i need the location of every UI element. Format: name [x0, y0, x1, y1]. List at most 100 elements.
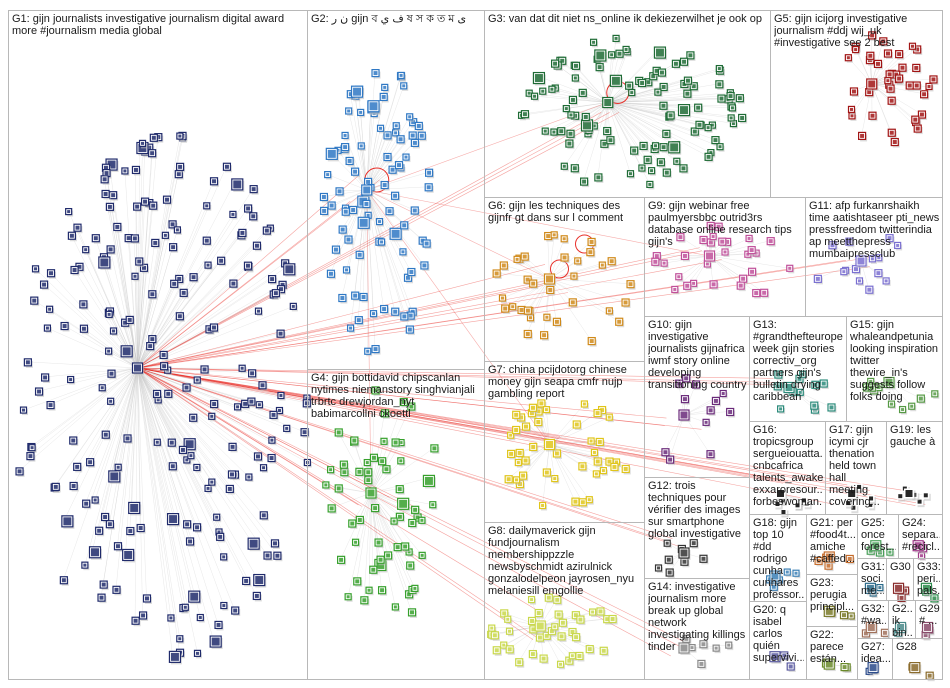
node-g6-avatar — [590, 240, 594, 244]
node-g8-avatar — [611, 617, 615, 621]
node-g1-avatar — [62, 578, 66, 582]
node-g3-avatar — [610, 53, 613, 56]
node-g3-avatar — [729, 94, 733, 98]
node-g1-avatar — [196, 652, 199, 655]
node-g1-avatar — [188, 539, 192, 543]
node-g11-avatar — [854, 267, 858, 271]
node-g2-avatar — [400, 74, 403, 77]
node-g1-avatar — [155, 392, 159, 396]
node-g21-avatar — [827, 564, 831, 568]
node-g1-avatar — [182, 291, 186, 295]
node-g6-avatar — [546, 234, 550, 238]
node-g1-avatar — [46, 327, 49, 330]
node-g19-avatar — [898, 494, 902, 498]
node-g1-avatar — [257, 310, 260, 313]
node-g7-avatar — [583, 402, 586, 405]
node-g1-avatar — [109, 400, 112, 403]
node-g15-avatar — [876, 385, 880, 389]
node-g1-avatar — [156, 441, 159, 444]
node-g1-avatar — [88, 460, 92, 464]
node-g9-avatar — [712, 282, 716, 286]
node-g14-avatar — [691, 646, 694, 649]
node-g1-avatar — [203, 367, 207, 371]
node-g1-avatar — [185, 386, 189, 390]
node-g28-avatar — [928, 674, 932, 678]
node-g10-avatar — [705, 421, 708, 424]
node-g7-avatar — [517, 461, 520, 464]
node-g4-avatar — [357, 470, 361, 474]
node-g3-avatar — [574, 64, 578, 68]
node-g7-avatar — [524, 425, 528, 429]
node-g1-avatar — [94, 236, 98, 240]
edge — [550, 252, 590, 279]
node-g8-avatar — [495, 648, 499, 652]
node-g1-avatar — [67, 210, 70, 213]
node-g1-avatar — [231, 445, 235, 449]
node-g10-avatar — [683, 397, 687, 401]
node-g4-avatar — [408, 564, 412, 568]
hub-node-g31-avatar — [867, 585, 874, 592]
node-g6-avatar — [526, 278, 530, 282]
node-g2-avatar — [367, 214, 370, 217]
node-g8-avatar — [508, 630, 511, 633]
node-g3-avatar — [662, 85, 666, 89]
node-g1-avatar — [151, 204, 155, 208]
hub-node-g18-avatar — [771, 573, 778, 580]
node-g5-avatar — [870, 33, 874, 37]
node-g2-avatar — [393, 194, 397, 198]
node-g6-avatar — [624, 300, 628, 304]
node-g13-avatar — [799, 391, 802, 394]
hub-node-g9-avatar — [706, 253, 713, 260]
node-g3-avatar — [731, 106, 734, 109]
node-g1-avatar — [128, 529, 132, 533]
node-g1-avatar — [236, 405, 239, 408]
node-g4-avatar — [399, 459, 402, 462]
node-g5-avatar — [915, 84, 919, 88]
node-g16-avatar — [796, 503, 800, 507]
node-g15-avatar — [901, 408, 904, 411]
node-g9-avatar — [683, 254, 687, 258]
node-g13-avatar — [776, 384, 780, 388]
node-g1-avatar — [231, 282, 235, 286]
node-g3-avatar — [675, 160, 678, 163]
node-g2-avatar — [322, 195, 326, 199]
node-g9-avatar — [750, 270, 754, 274]
node-g4-avatar — [339, 558, 343, 562]
node-g4-avatar — [352, 439, 356, 443]
node-g2-avatar — [402, 223, 406, 227]
node-g3-avatar — [665, 171, 669, 175]
hub-node-g25-avatar — [872, 542, 879, 549]
node-g9-avatar — [712, 235, 715, 238]
bridge-edge — [138, 264, 546, 368]
node-g1-avatar — [115, 225, 119, 229]
node-g5-avatar — [886, 79, 889, 82]
node-g1-avatar — [71, 439, 75, 443]
node-g1-avatar — [116, 544, 120, 548]
node-g1-avatar — [230, 472, 234, 476]
hub-node-g2-avatar — [363, 187, 370, 194]
node-g1-avatar — [114, 588, 118, 592]
node-g13-avatar — [822, 382, 826, 386]
node-g1-avatar — [184, 606, 187, 609]
node-g5-avatar — [928, 85, 931, 88]
node-g7-avatar — [514, 428, 518, 432]
node-g3-avatar — [738, 96, 742, 100]
node-g1-avatar — [256, 454, 260, 458]
node-g1-avatar — [270, 277, 274, 281]
node-g5-avatar — [888, 72, 892, 76]
node-g3-avatar — [523, 112, 527, 116]
node-g3-avatar — [686, 79, 690, 83]
node-g7-avatar — [590, 439, 593, 442]
edge — [138, 143, 143, 368]
node-g6-avatar — [629, 282, 633, 286]
node-g3-avatar — [640, 81, 644, 85]
node-g1-avatar — [128, 318, 132, 322]
hub-node-g8-avatar — [537, 623, 544, 630]
node-g1-avatar — [249, 400, 253, 404]
node-g10-avatar — [694, 383, 698, 387]
node-g1-avatar — [241, 367, 244, 370]
node-g1-avatar — [101, 386, 104, 389]
node-g12-avatar — [667, 558, 671, 562]
edge — [357, 493, 371, 581]
node-g11-avatar — [877, 256, 880, 259]
